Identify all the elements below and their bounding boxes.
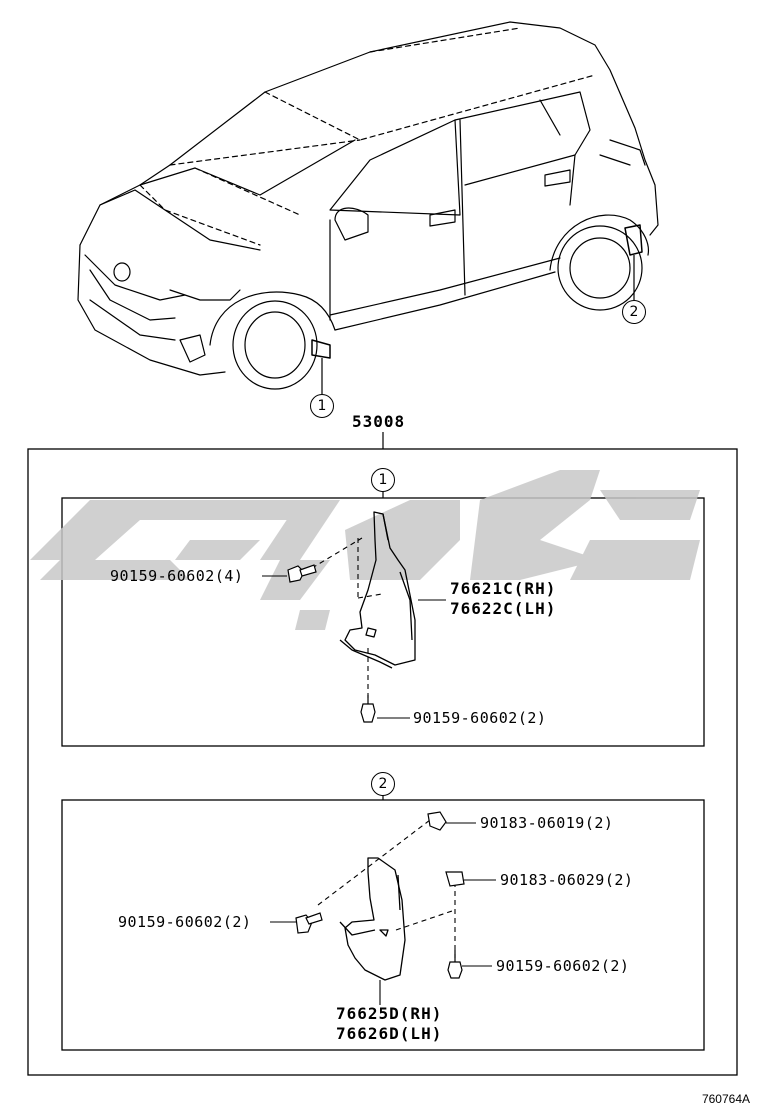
section-2-clips-bolts	[295, 811, 465, 979]
part-76621c-rh[interactable]: 76621C(RH)	[450, 579, 557, 598]
section-1-mudflap	[339, 511, 416, 669]
watermark-logo	[30, 470, 700, 630]
car-callout-leaders	[321, 255, 635, 449]
section-2-label: 2	[371, 772, 395, 796]
assembly-number: 53008	[352, 412, 406, 431]
vehicle-illustration	[77, 21, 659, 390]
illustration-reference-code: 760764A	[701, 1092, 750, 1106]
part-90159-60602-2-right[interactable]: 90159-60602(2)	[496, 957, 630, 975]
section-2-leaders	[270, 822, 496, 1005]
part-76625d-rh[interactable]: 76625D(RH)	[336, 1004, 443, 1023]
part-76626d-lh[interactable]: 76626D(LH)	[336, 1024, 443, 1043]
part-90159-60602-4[interactable]: 90159-60602(4)	[110, 567, 244, 585]
part-90159-60602-2-s1[interactable]: 90159-60602(2)	[413, 709, 547, 727]
callout-1-car: 1	[310, 394, 334, 418]
section-2-mudflap	[339, 857, 406, 981]
section-1-label: 1	[371, 468, 395, 492]
section-1-dashed-guides	[311, 537, 383, 700]
part-90183-06029[interactable]: 90183-06029(2)	[500, 871, 634, 889]
section-2-dashed-guides	[317, 819, 456, 958]
assembly-frame	[27, 448, 738, 1076]
part-90183-06019[interactable]: 90183-06019(2)	[480, 814, 614, 832]
callout-2-car: 2	[622, 300, 646, 324]
section-1-bolts	[287, 564, 376, 723]
part-90159-60602-2-left[interactable]: 90159-60602(2)	[118, 913, 252, 931]
section-1-leaders	[262, 575, 446, 719]
part-76622c-lh[interactable]: 76622C(LH)	[450, 599, 557, 618]
